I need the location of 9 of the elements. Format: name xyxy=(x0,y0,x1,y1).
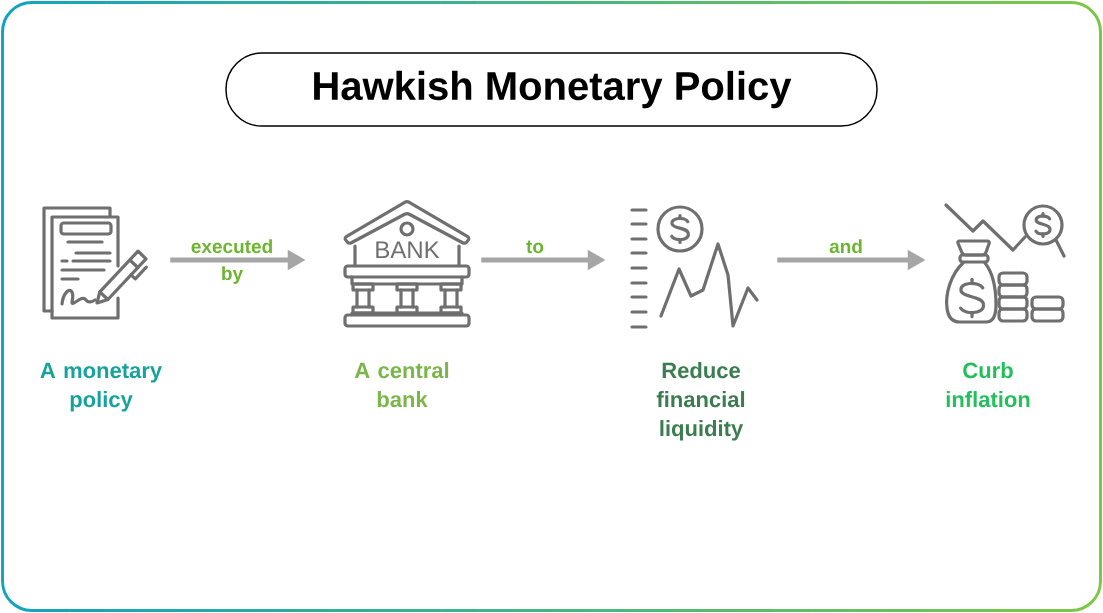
node-label: Curb inflation xyxy=(946,362,1030,408)
title-banner: Hawkish Monetary Policy xyxy=(225,52,878,127)
edge-label: and xyxy=(829,239,862,254)
edge-label: executed by xyxy=(191,239,272,284)
node-label: Reduce financial liquidity xyxy=(656,362,745,441)
node-label: A monetary policy xyxy=(40,362,162,412)
node-label: A central bank xyxy=(354,362,449,408)
edge-label: to xyxy=(526,240,544,254)
sign-text: BANK xyxy=(376,241,440,258)
